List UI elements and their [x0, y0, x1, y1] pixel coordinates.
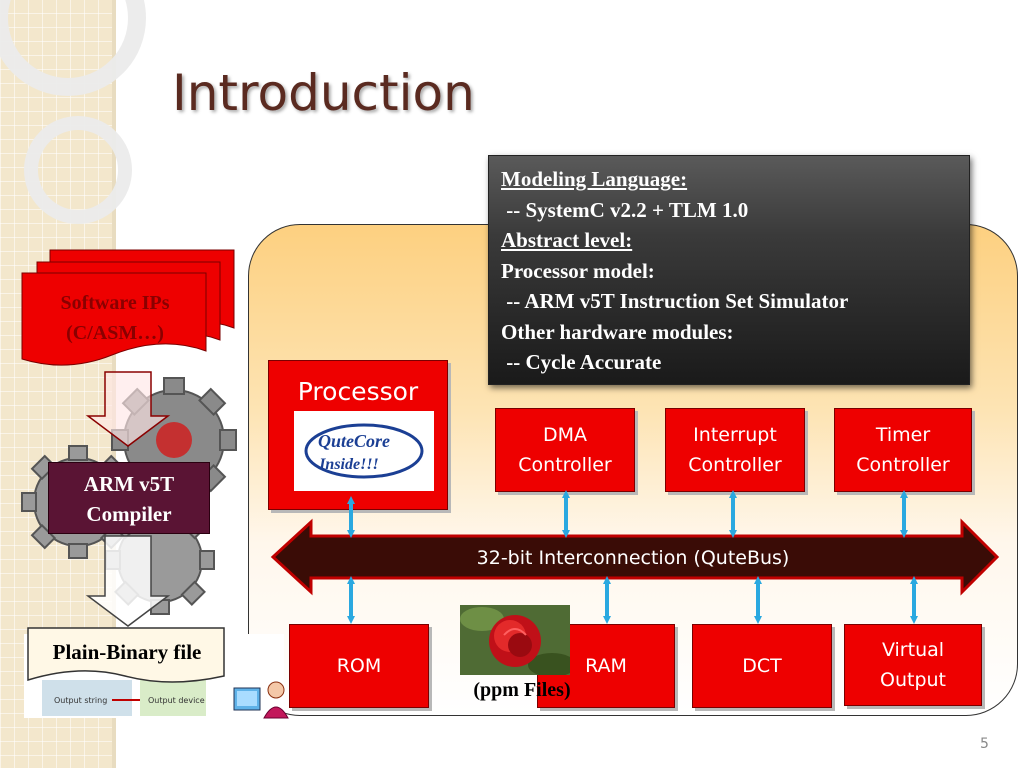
- info-line-modeling-language: Modeling Language:: [501, 167, 688, 191]
- virtual-output-label-line2: Output: [880, 669, 946, 691]
- rom-block: ROM: [289, 624, 429, 708]
- page-number: 5: [980, 736, 989, 752]
- thumbnail-panel-right: [140, 680, 206, 716]
- dct-label: DCT: [742, 655, 782, 677]
- software-ips-label-line2: (C/ASM…): [66, 322, 164, 344]
- interrupt-label-line1: Interrupt: [693, 424, 777, 446]
- flow-arrow-down-bottom: [85, 535, 171, 627]
- thumbnail-output-device: Output device: [148, 696, 205, 705]
- rom-label: ROM: [336, 655, 382, 677]
- compiler-box: ARM v5T Compiler: [48, 462, 210, 534]
- processor-block: Processor QuteCore Inside!!!: [268, 360, 448, 510]
- binary-file-box: [27, 627, 225, 683]
- modeling-info-box: Modeling Language: -- SystemC v2.2 + TLM…: [488, 155, 970, 385]
- ram-label: RAM: [585, 655, 627, 677]
- thumbnail-output-string: Output string: [54, 696, 107, 705]
- dct-block: DCT: [692, 624, 832, 708]
- slide-title: Introduction: [172, 64, 475, 122]
- software-ips-label-line1: Software IPs: [60, 292, 170, 314]
- decorative-ring-bottom: [24, 116, 132, 224]
- flow-arrow-down-top: [85, 371, 171, 447]
- interrupt-label-line2: Controller: [688, 454, 782, 476]
- compiler-label-line2: Compiler: [86, 502, 172, 526]
- logo-text-line2: Inside!!!: [318, 456, 379, 473]
- info-line-cycle-accurate: -- Cycle Accurate: [501, 350, 662, 374]
- document-stack-front: [21, 272, 207, 366]
- bus-label: 32-bit Interconnection (QuteBus): [476, 547, 790, 569]
- binary-file-label: Plain-Binary file: [52, 640, 202, 664]
- timer-label-line2: Controller: [856, 454, 950, 476]
- user-computer-icon: [233, 681, 289, 719]
- dma-controller-block: DMA Controller: [495, 408, 635, 492]
- info-line-abstract-level: Abstract level:: [501, 228, 633, 252]
- timer-label-line1: Timer: [875, 424, 931, 446]
- info-line-processor-model: Processor model:: [501, 258, 655, 283]
- info-line-systemc: -- SystemC v2.2 + TLM 1.0: [501, 197, 749, 222]
- processor-label: Processor: [297, 377, 419, 406]
- compiler-label-line1: ARM v5T: [83, 472, 175, 496]
- dma-label-line2: Controller: [518, 454, 612, 476]
- info-line-other-hw: Other hardware modules:: [501, 319, 734, 344]
- thumbnail-panel-left: [42, 680, 132, 716]
- qutecore-logo: QuteCore Inside!!!: [294, 411, 434, 491]
- info-line-arm-iss: -- ARM v5T Instruction Set Simulator: [501, 289, 849, 313]
- rose-image: [460, 605, 570, 675]
- dma-label-line1: DMA: [542, 424, 588, 446]
- decorative-ring-top: [0, 0, 146, 96]
- virtual-output-label-line1: Virtual: [881, 639, 945, 661]
- ppm-files-label: (ppm Files): [473, 679, 571, 701]
- software-ips-label: Software IPs (C/ASM…): [30, 288, 200, 348]
- logo-text-line1: QuteCore: [318, 431, 390, 451]
